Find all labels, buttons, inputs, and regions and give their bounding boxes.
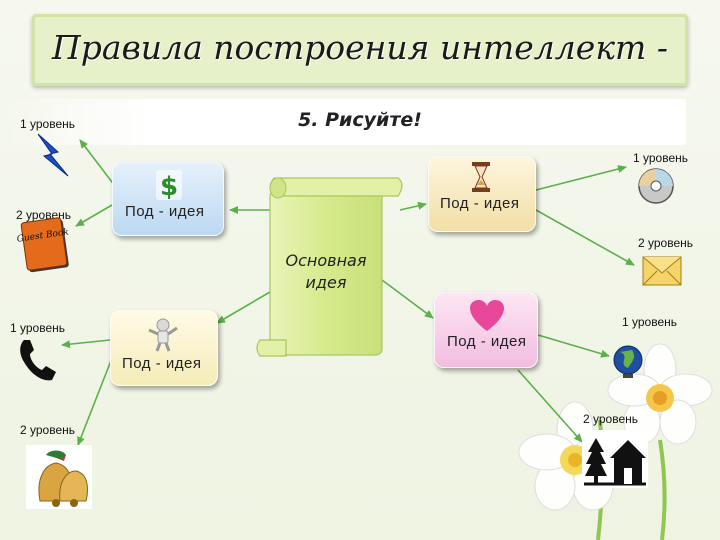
book-icon: Guest Book xyxy=(16,217,69,273)
level-label-right-2: 2 уровень xyxy=(638,236,694,250)
title-frame xyxy=(32,14,688,86)
level-label-left-3: 1 уровень xyxy=(10,321,66,335)
banner-heading: 5. Рисуйте! xyxy=(298,109,422,131)
bells-icon xyxy=(26,445,92,509)
person-icon xyxy=(146,318,180,352)
hourglass-icon xyxy=(472,162,490,192)
arrow-blue-to-lightning xyxy=(79,139,119,191)
arrow-gold-to-disc xyxy=(535,165,627,191)
globe-icon xyxy=(612,344,644,380)
level-label-right-4: 2 уровень xyxy=(583,412,639,426)
arrow-blue-to-book xyxy=(75,204,113,227)
house-icon xyxy=(582,430,648,488)
sub-idea-label-blue: Под - идея xyxy=(125,203,205,220)
envelope-icon xyxy=(642,256,682,286)
cd-disc-icon xyxy=(638,168,674,204)
banner-strip xyxy=(0,99,686,145)
arrow-yellow-to-phone xyxy=(61,339,111,349)
level-label-right-1: 1 уровень xyxy=(633,151,689,165)
arrow-gold-to-envelope xyxy=(535,209,635,266)
arrow-pink-to-house xyxy=(517,369,583,443)
level-label-left-4: 2 уровень xyxy=(20,423,76,437)
arrow-yellow-to-bells xyxy=(77,357,113,446)
sub-idea-label-pink: Под - идея xyxy=(447,333,527,350)
sub-idea-label-yellow: Под - идея xyxy=(122,355,202,372)
telephone-icon xyxy=(18,338,58,382)
svg-text:$: $ xyxy=(160,172,178,202)
arrow-center-to-gold xyxy=(399,201,427,211)
central-idea-label: Основная идея xyxy=(285,251,367,292)
dollar-sign-icon: $ xyxy=(156,170,182,202)
level-label-left-1: 1 уровень xyxy=(20,117,76,131)
heart-icon xyxy=(470,300,504,332)
arrow-pink-to-globe xyxy=(537,334,610,358)
arrow-center-to-yellow xyxy=(216,291,271,324)
level-label-right-3: 1 уровень xyxy=(622,315,678,329)
lightning-bolt-icon xyxy=(34,133,70,177)
arrow-center-to-pink xyxy=(381,279,434,319)
sub-idea-label-gold: Под - идея xyxy=(440,195,520,212)
